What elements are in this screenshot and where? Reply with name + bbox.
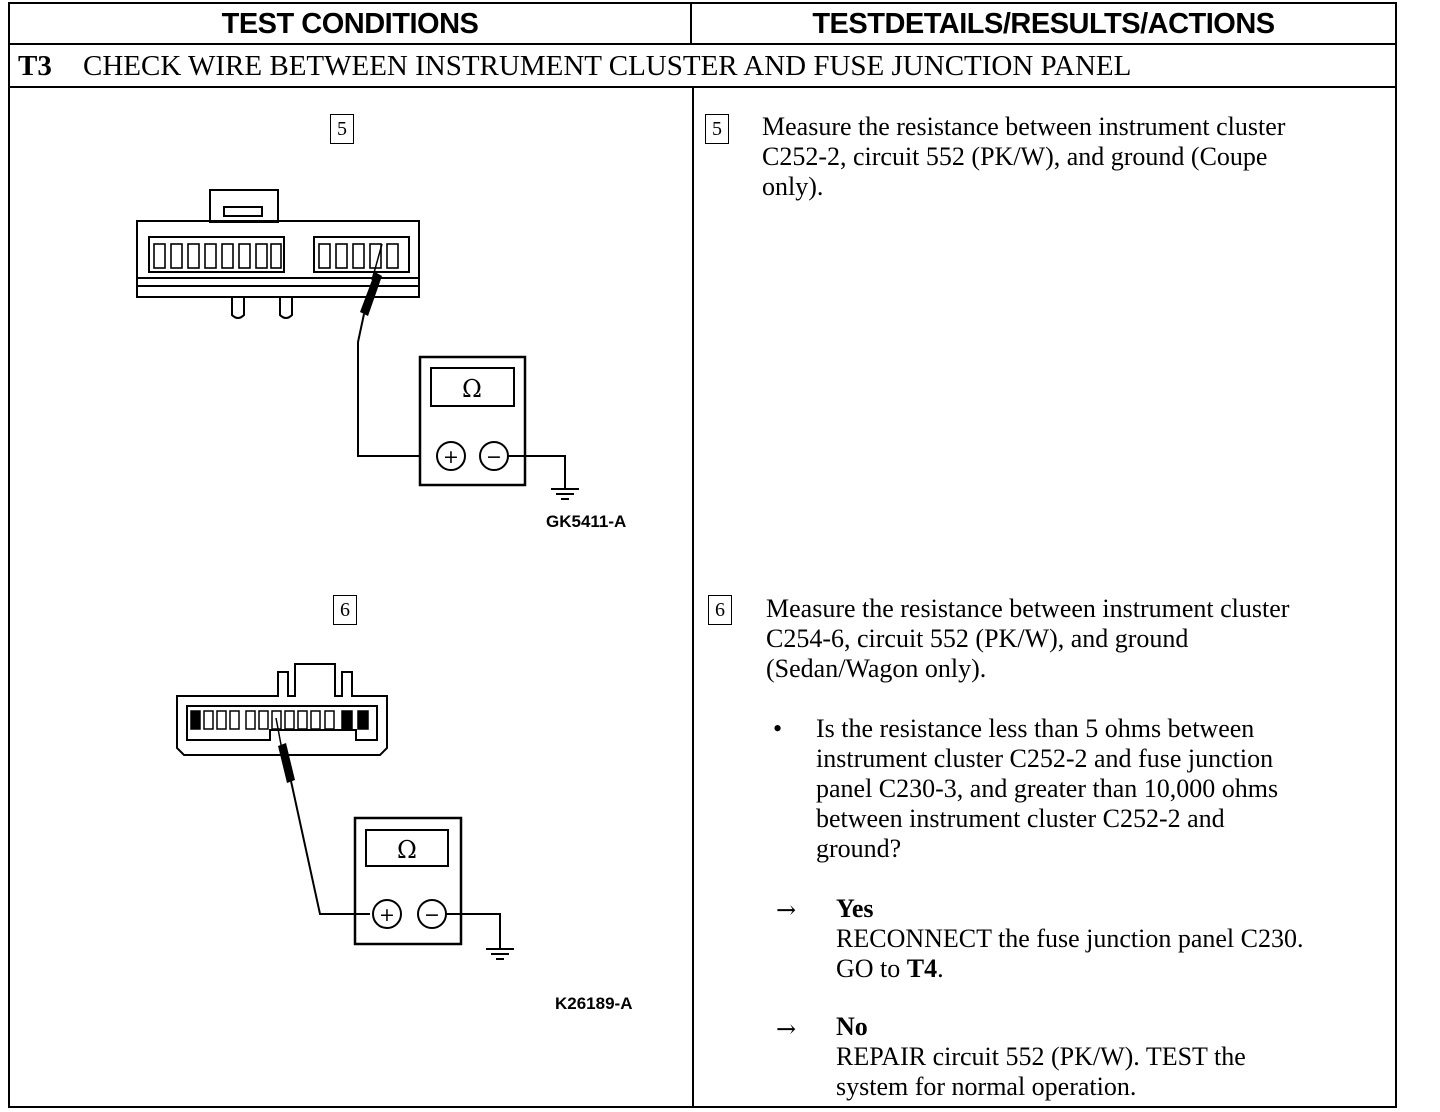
- step-5-line-3: only).: [762, 172, 824, 201]
- yes-arrow-icon: →: [776, 896, 797, 924]
- header-test-conditions: TEST CONDITIONS: [221, 7, 479, 40]
- c252-pin-cavities: [153, 243, 399, 269]
- column-divider-top: [690, 2, 692, 44]
- header-divider: [8, 43, 1397, 45]
- yes-label: Yes: [836, 894, 874, 923]
- step-5-line-2: C252-2, circuit 552 (PK/W), and ground (…: [762, 142, 1268, 171]
- no-arrow-icon: →: [776, 1015, 797, 1043]
- ohm-symbol: Ω: [397, 836, 417, 864]
- question-line-5: ground?: [816, 834, 902, 863]
- no-action-line-2: system for normal operation.: [836, 1072, 1137, 1101]
- column-divider: [692, 86, 694, 1108]
- question-line-3: panel C230-3, and greater than 10,000 oh…: [816, 774, 1279, 803]
- step-6-number: 6: [708, 595, 732, 625]
- plus-terminal-icon: +: [443, 446, 459, 468]
- connector-c254-diagram: Ω + −: [176, 663, 514, 960]
- question-line-1: Is the resistance less than 5 ohms betwe…: [816, 714, 1255, 743]
- step-6-line-3: (Sedan/Wagon only).: [766, 654, 987, 683]
- figure-id-6: K26189-A: [555, 994, 633, 1013]
- step-5-figure-number: 5: [330, 114, 354, 144]
- connector-c252-diagram: Ω + −: [136, 189, 579, 500]
- c254-pin-cavities: [190, 710, 369, 730]
- ohm-symbol: Ω: [462, 375, 482, 403]
- no-action-line-1: REPAIR circuit 552 (PK/W). TEST the: [836, 1042, 1246, 1071]
- table-frame: [8, 2, 1397, 1108]
- question-line-4: between instrument cluster C252-2 and: [816, 804, 1225, 833]
- figure-id-5: GK5411-A: [546, 512, 627, 531]
- step-6-figure-number: 6: [333, 595, 357, 625]
- step-5-number: 5: [705, 114, 729, 144]
- no-label: No: [836, 1012, 868, 1041]
- step-5-line-1: Measure the resistance between instrumen…: [762, 112, 1286, 141]
- step-6-line-2: C254-6, circuit 552 (PK/W), and ground: [766, 624, 1189, 653]
- goto-t4-link: T4: [906, 954, 938, 983]
- plus-terminal-icon: +: [379, 904, 395, 926]
- question-line-2: instrument cluster C252-2 and fuse junct…: [816, 744, 1274, 773]
- section-title: CHECK WIRE BETWEEN INSTRUMENT CLUSTER AN…: [83, 50, 1132, 82]
- section-divider: [8, 86, 1397, 88]
- step-6-line-1: Measure the resistance between instrumen…: [766, 594, 1290, 623]
- minus-terminal-icon: −: [424, 904, 440, 926]
- question-bullet: •: [773, 714, 783, 743]
- header-test-details: TESTDETAILS/RESULTS/ACTIONS: [812, 7, 1275, 40]
- minus-terminal-icon: −: [486, 446, 502, 468]
- yes-action-line-1: RECONNECT the fuse junction panel C230.: [836, 924, 1304, 953]
- section-id: T3: [18, 50, 52, 82]
- yes-action-line-2: GO to T4.: [836, 954, 944, 983]
